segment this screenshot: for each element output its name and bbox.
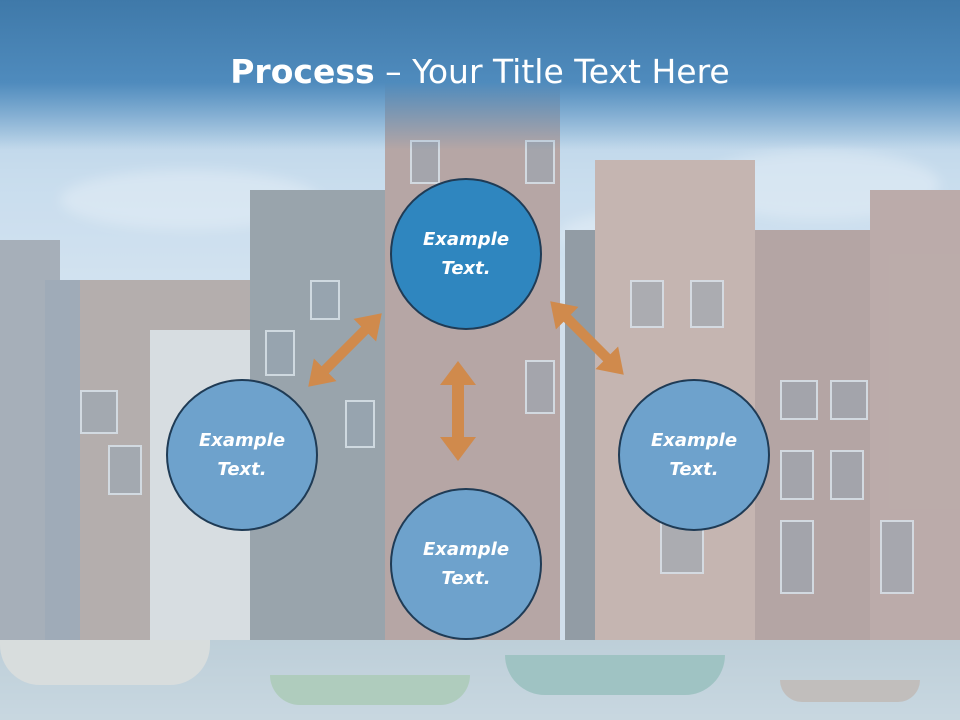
double-arrow-center <box>440 361 476 461</box>
node-text-line1: Example <box>650 430 738 451</box>
title-bold: Process <box>230 52 375 91</box>
process-node-top: Example Text. <box>390 178 542 330</box>
node-text-line1: Example <box>198 430 286 451</box>
node-text-line1: Example <box>422 229 510 250</box>
double-arrow-left <box>308 313 382 387</box>
node-text-line2: Text. <box>441 568 491 589</box>
title-rest: – Your Title Text Here <box>374 52 730 91</box>
node-text-line2: Text. <box>217 459 267 480</box>
header-band <box>0 0 960 150</box>
double-arrow-right <box>550 301 624 375</box>
node-text-line1: Example <box>422 539 510 560</box>
node-text-line2: Text. <box>441 258 491 279</box>
process-node-bottom: Example Text. <box>390 488 542 640</box>
node-text-line2: Text. <box>669 459 719 480</box>
process-node-left: Example Text. <box>166 379 318 531</box>
process-node-right: Example Text. <box>618 379 770 531</box>
slide-title: Process – Your Title Text Here <box>0 52 960 91</box>
